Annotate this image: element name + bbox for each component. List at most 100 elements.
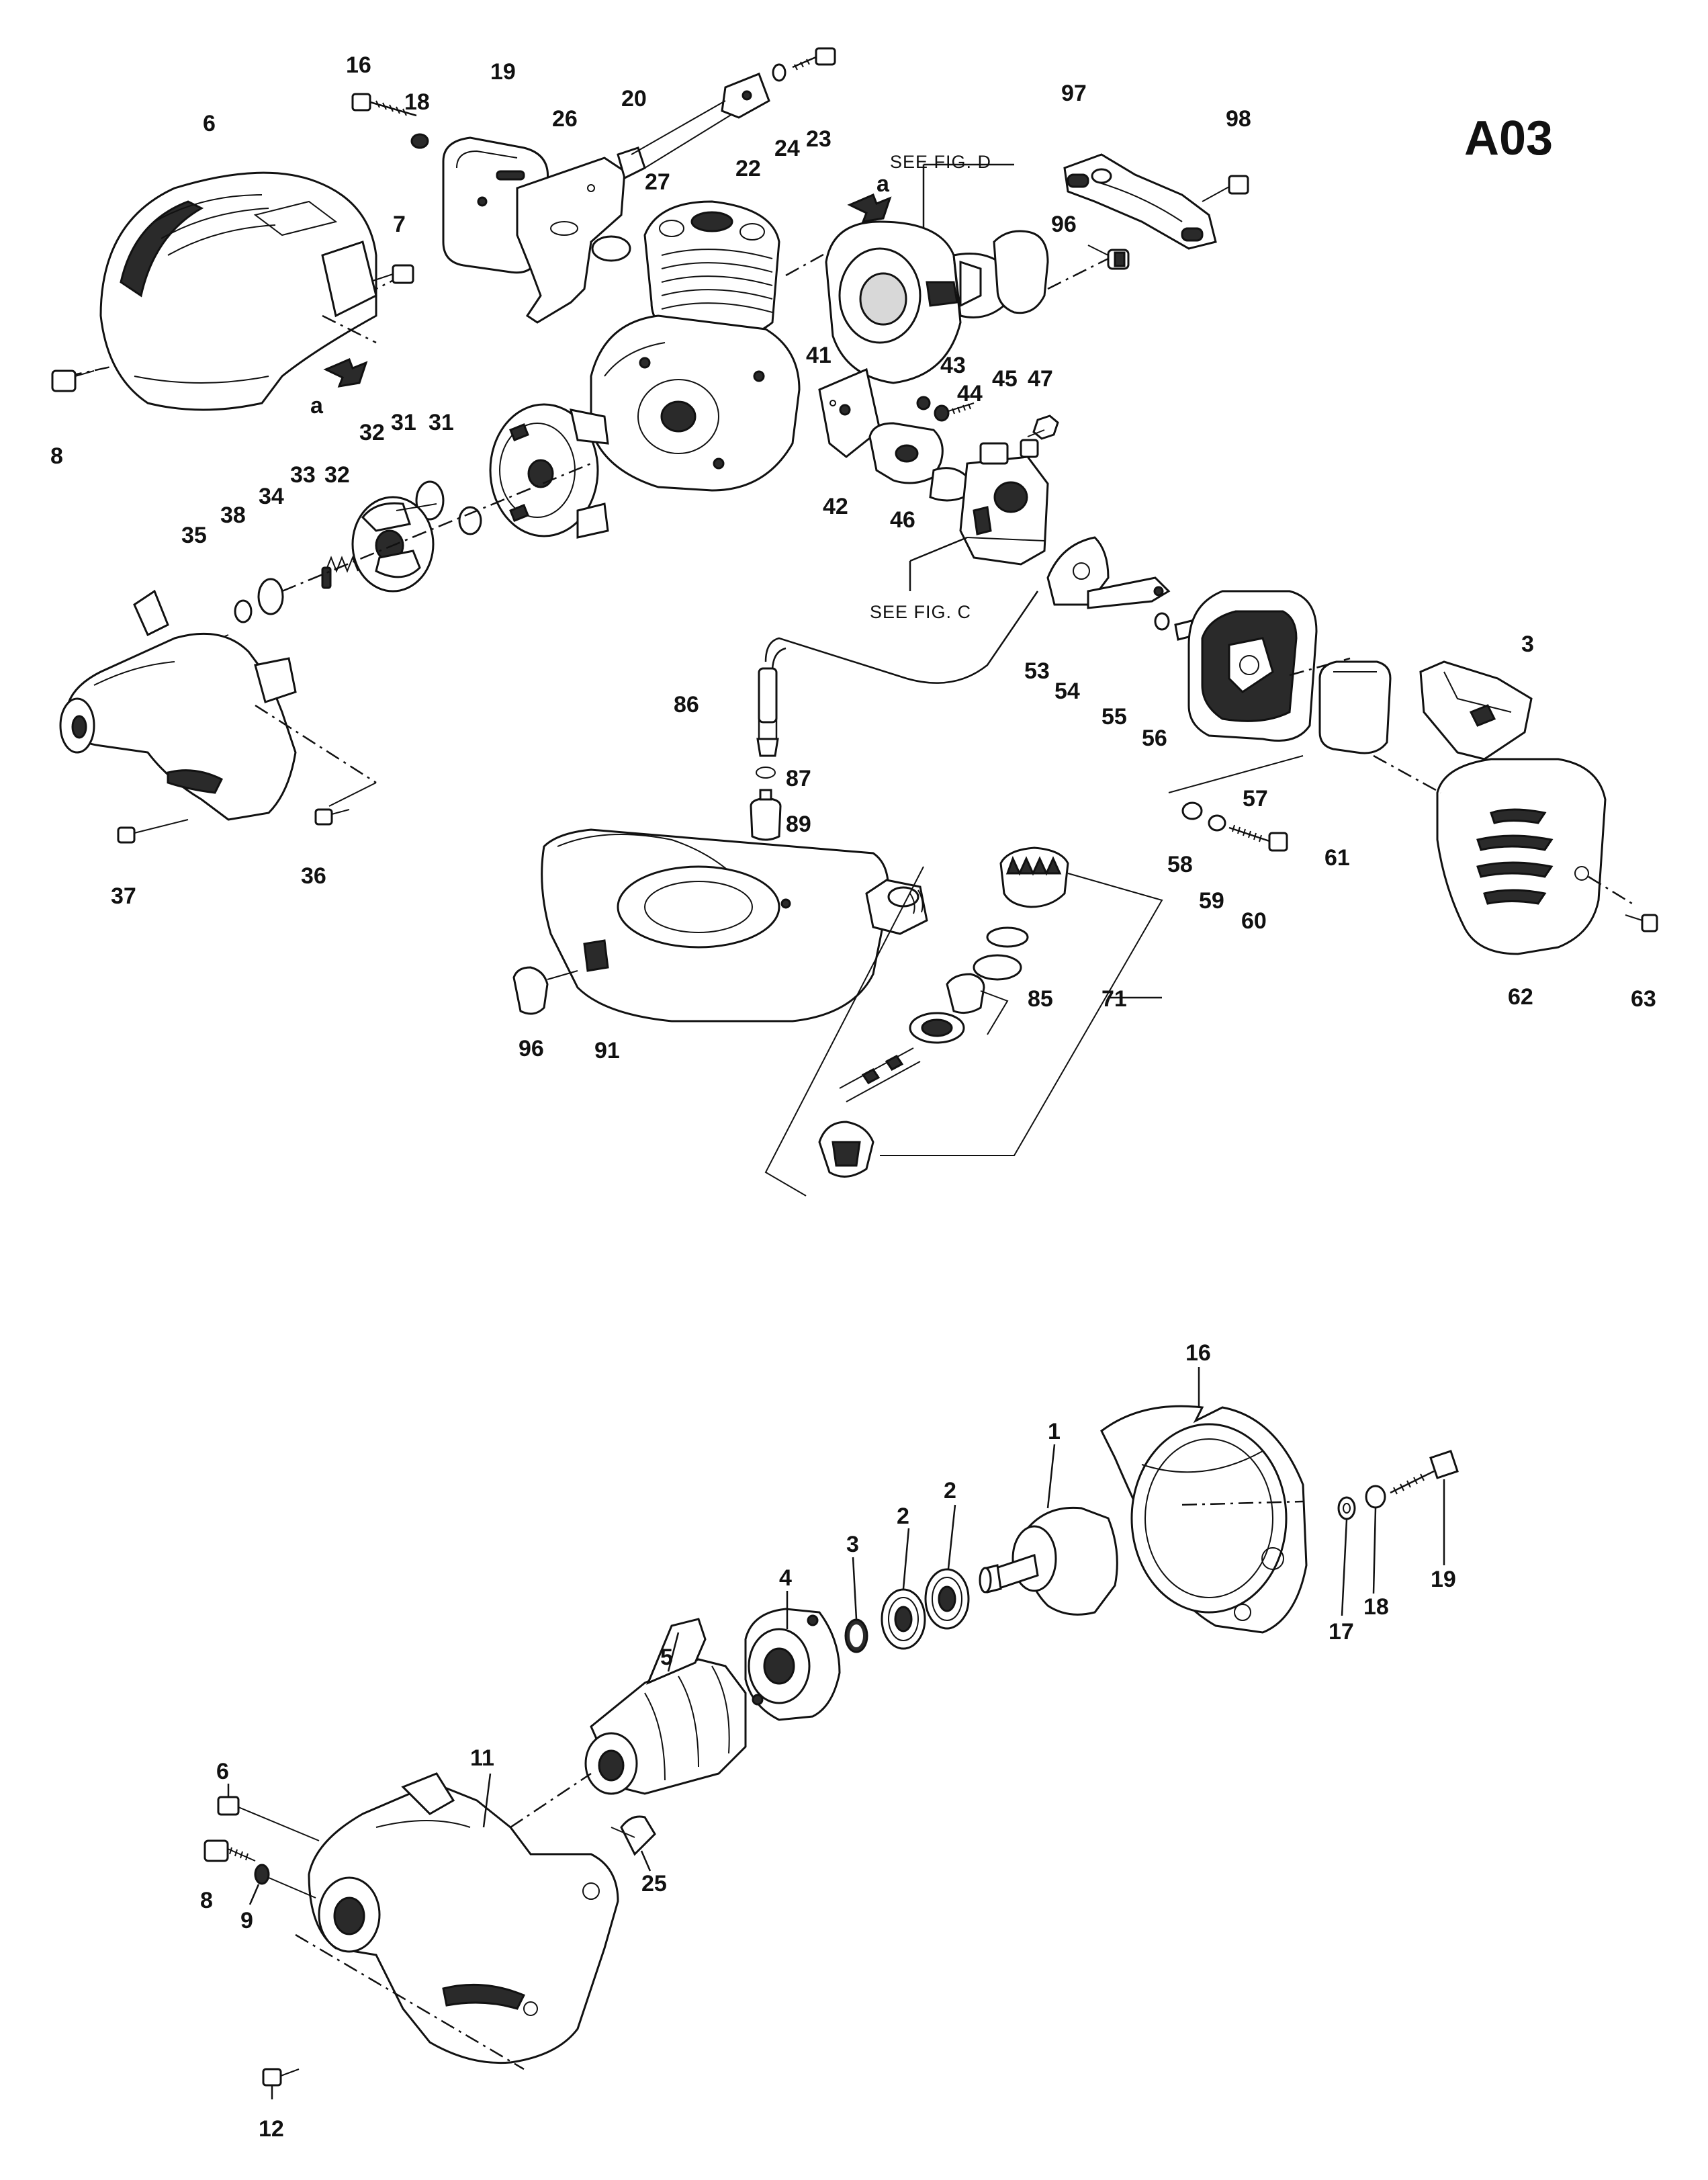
callout-55: 55 bbox=[1102, 704, 1127, 730]
choke-lever bbox=[1087, 576, 1171, 609]
callout-42: 42 bbox=[823, 494, 848, 519]
callout-31b: 31 bbox=[429, 410, 454, 435]
fuel-cap bbox=[999, 846, 1069, 908]
washer-34 bbox=[257, 578, 284, 615]
gh-callout-9: 9 bbox=[240, 1908, 253, 1933]
callout-46: 46 bbox=[890, 507, 915, 533]
leader-3 bbox=[852, 1557, 858, 1620]
gh-callout-2b: 2 bbox=[944, 1478, 956, 1503]
clutch-housing bbox=[59, 589, 297, 821]
callout-61: 61 bbox=[1324, 845, 1350, 871]
clutch-spring bbox=[321, 556, 359, 589]
shield-guard bbox=[1100, 1405, 1308, 1634]
washer-24 bbox=[772, 63, 786, 82]
washer-31b bbox=[458, 506, 482, 535]
gasket-46 bbox=[929, 467, 969, 502]
gh-callout-18: 18 bbox=[1363, 1594, 1389, 1620]
engine-cover bbox=[99, 171, 377, 411]
callout-71: 71 bbox=[1102, 986, 1127, 1012]
direction-mark-top: a bbox=[877, 171, 890, 197]
callout-6: 6 bbox=[203, 111, 216, 136]
fuel-tank bbox=[541, 828, 928, 1022]
engine-assembly bbox=[51, 47, 1658, 1196]
boot-5 bbox=[584, 1618, 747, 1795]
bearing-holder-4 bbox=[744, 1608, 841, 1721]
grommet-96-top bbox=[1107, 249, 1130, 270]
callout-23: 23 bbox=[806, 126, 831, 152]
gh-callout-5: 5 bbox=[660, 1645, 673, 1670]
choke-plate bbox=[1046, 536, 1110, 606]
leader-1 bbox=[1046, 1444, 1056, 1509]
callout-56: 56 bbox=[1142, 726, 1167, 751]
diagram-code: A03 bbox=[1464, 112, 1553, 165]
gh-callout-8: 8 bbox=[200, 1888, 213, 1913]
gh-callout-2a: 2 bbox=[897, 1503, 909, 1529]
engine-callouts: A03 SEE FIG. D SEE FIG. C a a 16 18 19 2… bbox=[50, 52, 1656, 1063]
cap-strap bbox=[818, 1047, 921, 1178]
clip-87 bbox=[756, 767, 776, 779]
clutch-assembly bbox=[351, 496, 437, 593]
bolt-8 bbox=[204, 1839, 256, 1862]
grommet-96-bottom bbox=[512, 966, 549, 1015]
gear-head-housing bbox=[308, 1772, 619, 2064]
callout-43: 43 bbox=[940, 353, 966, 378]
washer-55 bbox=[1154, 612, 1170, 631]
washer-58 bbox=[1181, 801, 1203, 820]
washer-18 bbox=[1365, 1485, 1386, 1509]
gh-callout-6: 6 bbox=[216, 1759, 229, 1784]
callout-96-bottom: 96 bbox=[519, 1036, 544, 1061]
callout-62: 62 bbox=[1508, 984, 1533, 1010]
gh-callout-12: 12 bbox=[259, 2116, 284, 2142]
screw-16 bbox=[351, 93, 417, 117]
leader-17 bbox=[1341, 1519, 1348, 1616]
callout-36: 36 bbox=[301, 863, 326, 889]
callout-44: 44 bbox=[957, 381, 983, 406]
screw-7 bbox=[372, 264, 414, 284]
callout-45: 45 bbox=[992, 366, 1018, 392]
gh-callout-25: 25 bbox=[641, 1871, 667, 1896]
bolt-98 bbox=[1202, 175, 1249, 202]
gh-callout-4: 4 bbox=[779, 1565, 792, 1591]
ref-fig-c: SEE FIG. C bbox=[870, 602, 971, 622]
washer-17 bbox=[1337, 1496, 1356, 1520]
washer-9 bbox=[254, 1864, 270, 1885]
callout-16: 16 bbox=[346, 52, 371, 78]
nut-47 bbox=[1032, 415, 1059, 440]
callout-54: 54 bbox=[1054, 679, 1080, 704]
callout-24: 24 bbox=[774, 136, 800, 161]
callout-41: 41 bbox=[806, 343, 831, 368]
callout-26: 26 bbox=[552, 106, 578, 132]
bolt-12 bbox=[262, 2068, 300, 2087]
intake-insulator bbox=[868, 422, 944, 484]
screw-8 bbox=[51, 369, 95, 392]
leader-5 bbox=[667, 1632, 680, 1672]
air-filter bbox=[1318, 660, 1392, 754]
ref-fig-d: SEE FIG. D bbox=[890, 152, 991, 172]
air-cleaner-cover bbox=[1436, 758, 1607, 955]
callout-31a: 31 bbox=[391, 410, 416, 435]
washer-31a bbox=[415, 480, 445, 521]
crankcase bbox=[590, 314, 801, 492]
callout-58: 58 bbox=[1167, 852, 1193, 877]
callout-34: 34 bbox=[259, 484, 284, 509]
callout-3: 3 bbox=[1521, 631, 1534, 657]
bearing-2b bbox=[881, 1588, 926, 1650]
callout-63: 63 bbox=[1631, 986, 1656, 1012]
cap-retainer bbox=[909, 1012, 965, 1044]
air-cleaner-cover-top bbox=[1419, 660, 1533, 760]
callout-60: 60 bbox=[1241, 908, 1267, 934]
callout-19: 19 bbox=[490, 59, 516, 85]
gear-head-assembly bbox=[204, 1405, 1459, 2087]
washer-18 bbox=[410, 133, 429, 149]
bolt-6 bbox=[217, 1796, 320, 1841]
cap-gasket bbox=[986, 926, 1029, 948]
direction-mark-left: a bbox=[310, 393, 324, 419]
air-cleaner-base bbox=[1187, 590, 1318, 742]
leader-2b bbox=[947, 1504, 956, 1569]
cap-ring bbox=[973, 954, 1022, 981]
callout-97: 97 bbox=[1061, 81, 1087, 106]
drive-shaft bbox=[979, 1506, 1118, 1616]
callout-91: 91 bbox=[594, 1038, 620, 1063]
gh-callout-17: 17 bbox=[1329, 1619, 1354, 1645]
clip-25 bbox=[620, 1815, 656, 1856]
